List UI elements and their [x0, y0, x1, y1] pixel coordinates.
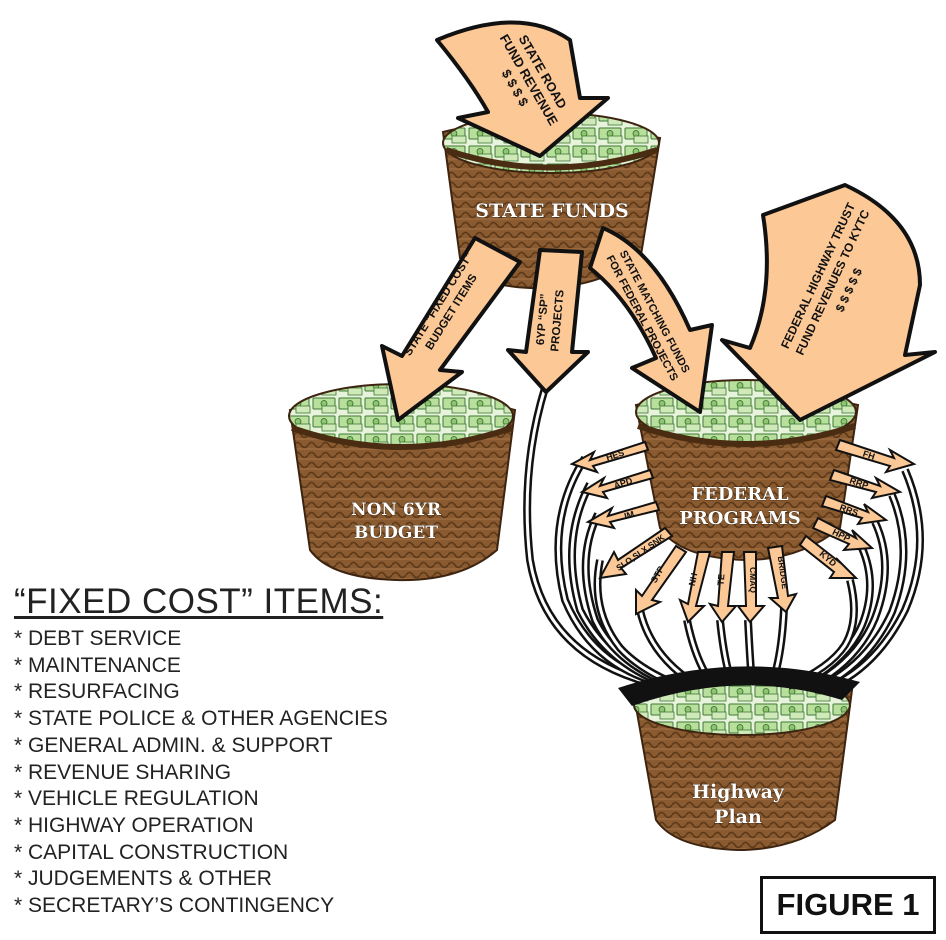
- fixed-cost-item: * MAINTENANCE: [14, 653, 181, 677]
- fixed-cost-item: * HIGHWAY OPERATION: [14, 813, 254, 837]
- program-label-fh: FH: [862, 449, 877, 462]
- fixed-cost-item: * GENERAL ADMIN. & SUPPORT: [14, 733, 333, 757]
- program-label-nh: NH: [687, 572, 699, 587]
- highway-label-line1: Highway: [692, 781, 785, 803]
- state-road-revenue-arrow: STATE ROAD FUND REVENUE $ $ $ $: [435, 20, 610, 158]
- federal-label-line2: PROGRAMS: [679, 508, 800, 529]
- non6yr-label-line2: BUDGET: [354, 523, 438, 543]
- program-arrow-te: TE: [707, 551, 739, 624]
- program-arrow-apd: APD: [579, 468, 655, 500]
- fixed-cost-item: * VEHICLE REGULATION: [14, 787, 259, 811]
- fixed-cost-title: “FIXED COST” ITEMS:: [14, 582, 384, 621]
- program-arrow-fh: FH: [834, 438, 917, 474]
- non6yr-label-line1: NON 6YR: [351, 500, 442, 520]
- program-label-apd: APD: [612, 475, 634, 491]
- fixed-cost-item: * SECRETARY’S CONTINGENCY: [14, 894, 335, 918]
- program-label-te: TE: [716, 574, 727, 586]
- sp-arrow-line2: PROJECTS: [549, 289, 566, 352]
- program-arrow-im: IM: [585, 500, 661, 530]
- fixed-cost-item: * RESURFACING: [14, 680, 180, 704]
- fixed-cost-items-panel: “FIXED COST” ITEMS: * DEBT SERVICE * MAI…: [14, 582, 388, 920]
- program-label-cmaq: CMAQ: [748, 567, 758, 593]
- state-funds-label: STATE FUNDS: [475, 200, 628, 222]
- highway-plan-basket: Highway Plan: [631, 674, 854, 852]
- program-arrow-bridge: BRIDGE: [766, 544, 798, 614]
- program-arrow-cmaq: CMAQ: [736, 551, 767, 624]
- fixed-cost-item: * CAPITAL CONSTRUCTION: [14, 840, 289, 864]
- program-arrow-nh: NH: [678, 551, 712, 624]
- highway-label-line2: Plan: [714, 806, 762, 828]
- federal-trust-arrow: FEDERAL HIGHWAY TRUST FUND REVENUES TO K…: [720, 183, 937, 422]
- fixed-cost-item: * REVENUE SHARING: [14, 760, 232, 784]
- fixed-cost-item: * DEBT SERVICE: [14, 627, 182, 650]
- program-label-bridge: BRIDGE: [776, 556, 791, 590]
- federal-label-line1: FEDERAL: [691, 484, 789, 505]
- fixed-cost-item: * STATE POLICE & OTHER AGENCIES: [14, 707, 388, 731]
- fixed-cost-item: * JUDGEMENTS & OTHER: [14, 867, 272, 891]
- sp-arrow-line1: 6YP “SP”: [535, 293, 551, 345]
- program-arrow-hes: HES: [569, 440, 650, 474]
- fixed-cost-list: * DEBT SERVICE * MAINTENANCE * RESURFACI…: [14, 626, 388, 920]
- sp-projects-arrow: 6YP “SP” PROJECTS: [506, 248, 590, 394]
- program-arrow-rrp: RRP: [828, 468, 903, 500]
- program-label-im: IM: [623, 509, 635, 521]
- matching-funds-arrow: STATE MATCHING FUNDS FOR FEDERAL PROJECT…: [588, 226, 714, 414]
- collector-bar: [618, 666, 860, 706]
- flow-lines: [523, 386, 924, 690]
- figure-label: FIGURE 1: [760, 876, 936, 934]
